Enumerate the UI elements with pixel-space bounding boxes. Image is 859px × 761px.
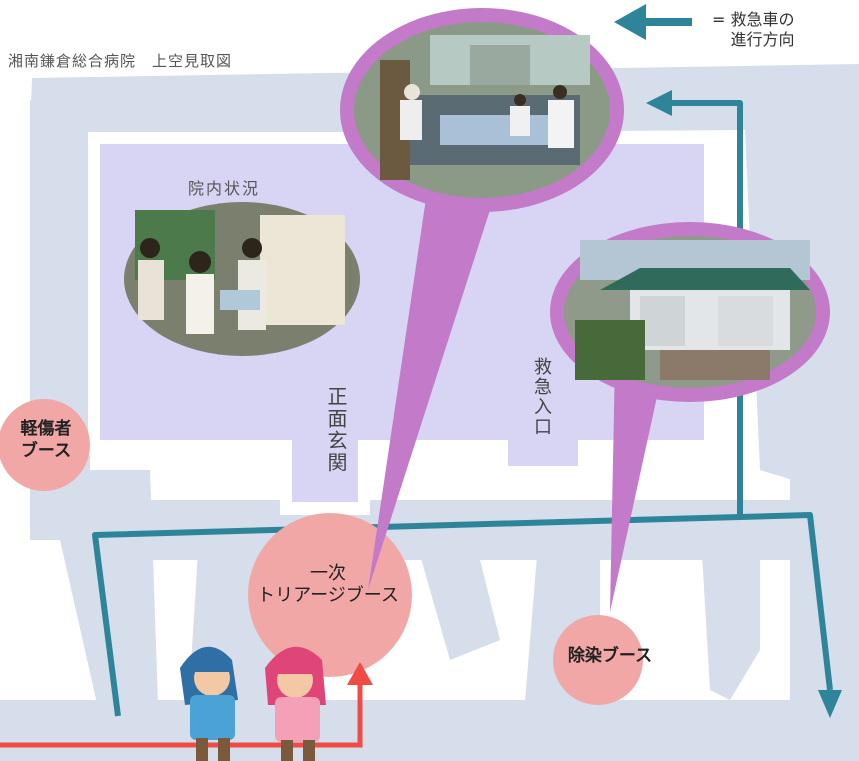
callout-tail-decon: [610, 360, 665, 612]
people-illustration: [180, 646, 326, 761]
ambulance-route-line: [92, 512, 833, 717]
decontamination-booth-label: 除染ブース: [567, 646, 653, 666]
walk-route: [0, 680, 363, 748]
er-entrance-label: 救急入口: [531, 357, 552, 437]
primary-triage-booth-label: 一次 トリアージブース: [257, 563, 399, 606]
legend-label: = 救急車の 進行方向: [712, 10, 795, 49]
outdoor-beds-photo: [340, 8, 624, 212]
decontamination-booth: [553, 615, 643, 705]
indoor-staff-photo: [124, 202, 360, 356]
decontamination-tent-photo: [550, 222, 830, 402]
minor-injury-booth-label: 軽傷者 ブース: [20, 419, 72, 461]
primary-triage-booth: [248, 513, 412, 677]
callout-tail-triage: [368, 185, 498, 590]
ambulance-arrowhead-left: [646, 90, 672, 116]
walk-route-line: [0, 680, 363, 748]
inside-status-label: 院内状況: [188, 179, 261, 198]
minor-injury-booth: [0, 399, 90, 491]
legend-arrow-icon: [614, 4, 692, 40]
map-title: 湘南鎌倉総合病院 上空見取図: [8, 52, 233, 70]
ambulance-arrowhead-down: [818, 690, 842, 718]
walk-arrowhead-up: [347, 662, 373, 685]
main-entrance-label: 正面玄関: [324, 386, 348, 474]
